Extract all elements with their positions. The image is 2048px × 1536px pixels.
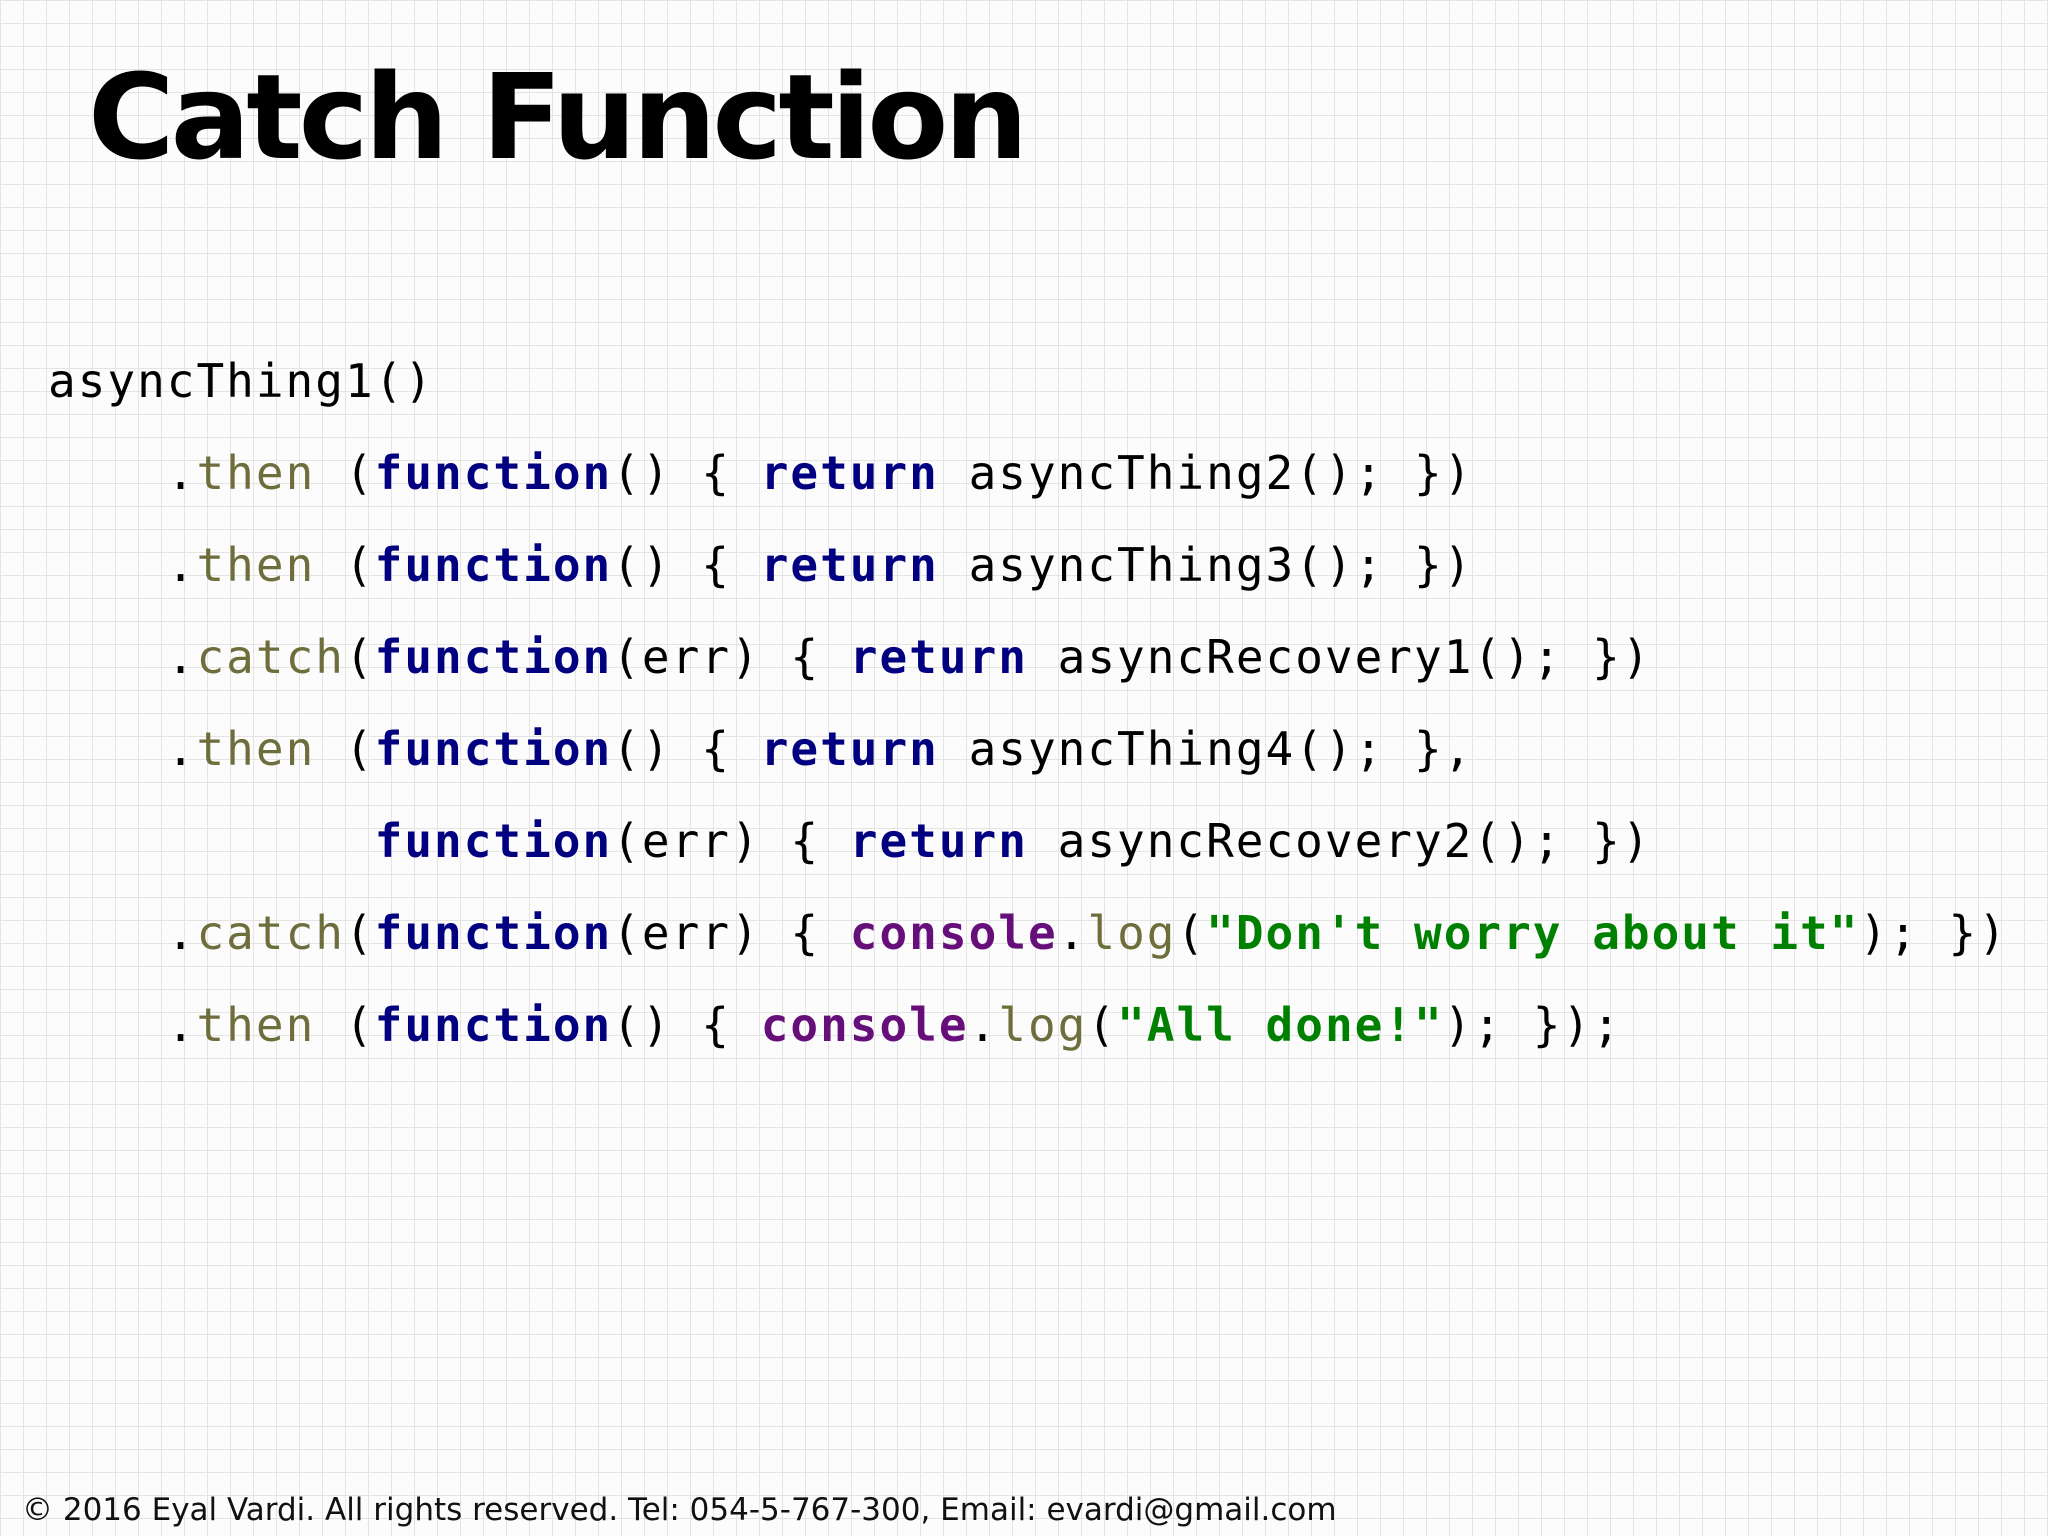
code-text: . <box>48 906 197 960</box>
code-line: .then (function() { return asyncThing4()… <box>48 703 2008 795</box>
code-text: ( <box>1176 906 1207 960</box>
code-keyword: function <box>374 630 613 684</box>
code-text: . <box>48 538 197 592</box>
code-object: console <box>760 998 969 1052</box>
code-method: log <box>998 998 1088 1052</box>
code-object: console <box>849 906 1058 960</box>
code-method: catch <box>196 630 345 684</box>
code-line: asyncThing1() <box>48 335 2008 427</box>
code-text: . <box>48 998 197 1052</box>
code-method: log <box>1087 906 1177 960</box>
code-keyword: return <box>760 722 939 776</box>
code-text: asyncRecovery1(); }) <box>1027 630 1652 684</box>
code-text: . <box>48 722 197 776</box>
code-text: asyncRecovery2(); }) <box>1027 814 1652 868</box>
code-text: ( <box>315 446 375 500</box>
code-method: then <box>196 998 316 1052</box>
code-text: asyncThing4(); }, <box>938 722 1474 776</box>
code-line: .then (function() { return asyncThing3()… <box>48 519 2008 611</box>
code-text: ( <box>315 722 375 776</box>
code-text: ( <box>315 998 375 1052</box>
code-text: () { <box>612 722 761 776</box>
code-text: ( <box>315 538 375 592</box>
code-text: ( <box>1087 998 1118 1052</box>
code-text <box>48 814 375 868</box>
code-line: .then (function() { return asyncThing2()… <box>48 427 2008 519</box>
code-keyword: return <box>849 814 1028 868</box>
code-keyword: return <box>760 538 939 592</box>
code-string: "Don't worry about it" <box>1206 906 1860 960</box>
code-keyword: function <box>374 446 613 500</box>
code-keyword: function <box>374 538 613 592</box>
code-line: .then (function() { console.log("All don… <box>48 979 2008 1071</box>
slide-title: Catch Function <box>88 48 1028 186</box>
code-method: then <box>196 538 316 592</box>
code-method: catch <box>196 906 345 960</box>
code-text: () { <box>612 538 761 592</box>
code-line: .catch(function(err) { return asyncRecov… <box>48 611 2008 703</box>
code-text: (err) { <box>612 630 850 684</box>
code-keyword: return <box>760 446 939 500</box>
code-block: asyncThing1() .then (function() { return… <box>48 335 2008 1071</box>
code-method: then <box>196 722 316 776</box>
code-keyword: function <box>374 814 613 868</box>
code-text: ( <box>344 906 375 960</box>
code-keyword: function <box>374 722 613 776</box>
code-text: . <box>1057 906 1088 960</box>
code-line: .catch(function(err) { console.log("Don'… <box>48 887 2008 979</box>
code-keyword: return <box>849 630 1028 684</box>
code-text: ( <box>344 630 375 684</box>
code-text: asyncThing2(); }) <box>938 446 1474 500</box>
code-text: (err) { <box>612 906 850 960</box>
code-keyword: function <box>374 998 613 1052</box>
code-text: asyncThing3(); }) <box>938 538 1474 592</box>
code-text: () { <box>612 446 761 500</box>
code-text: . <box>48 446 197 500</box>
code-text: ); }) <box>1859 906 2008 960</box>
code-string: "All done!" <box>1117 998 1444 1052</box>
code-keyword: function <box>374 906 613 960</box>
copyright-footer: © 2016 Eyal Vardi. All rights reserved. … <box>22 1492 1337 1528</box>
code-method: then <box>196 446 316 500</box>
code-text: asyncThing1() <box>48 354 435 408</box>
code-text: . <box>968 998 999 1052</box>
code-text: ); }); <box>1443 998 1622 1052</box>
code-line: function(err) { return asyncRecovery2();… <box>48 795 2008 887</box>
code-text: (err) { <box>612 814 850 868</box>
code-text: . <box>48 630 197 684</box>
code-text: () { <box>612 998 761 1052</box>
